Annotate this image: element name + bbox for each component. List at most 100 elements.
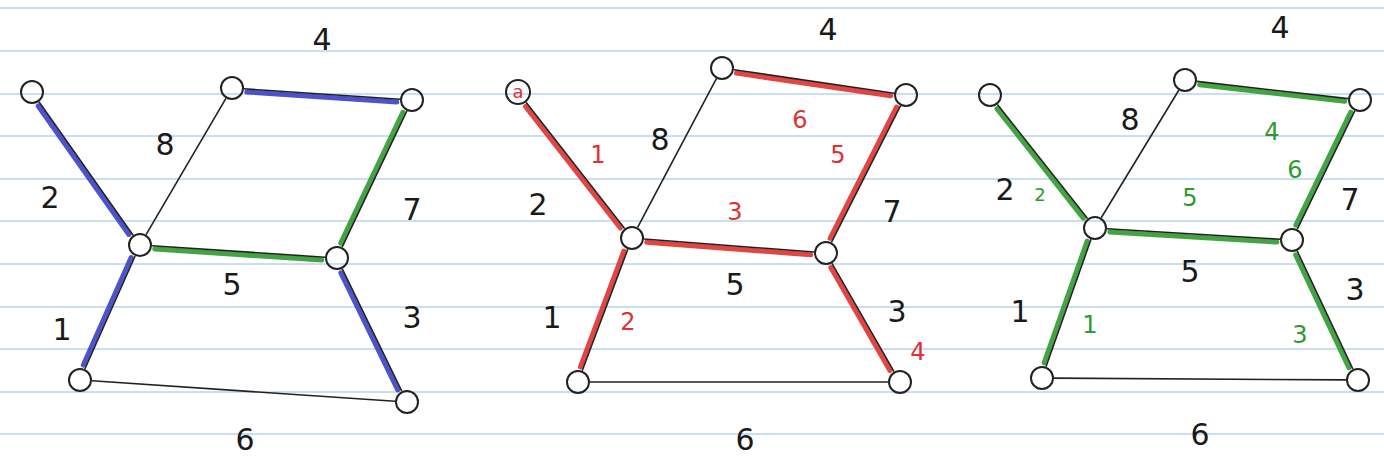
order-number-holder: 6 — [1287, 158, 1302, 182]
edge-weight-holder: 3 — [402, 303, 421, 333]
highlight-stroke — [155, 249, 322, 260]
edge-weight-holder: 1 — [52, 315, 71, 345]
graph-vertex — [814, 241, 838, 265]
edge-weight-holder: 2 — [40, 183, 59, 213]
ruled-line — [0, 136, 1384, 137]
edge-weight: 5 — [222, 270, 241, 300]
graph-vertex — [1346, 368, 1370, 392]
graph-vertex — [620, 226, 644, 250]
edge-weight-holder: 5 — [725, 270, 744, 300]
order-number-holder: 4 — [1264, 120, 1279, 144]
graph-edge — [590, 381, 888, 383]
order-number: 5 — [1182, 186, 1197, 210]
highlight-stroke — [647, 242, 811, 255]
edge-weight-holder: 7 — [402, 195, 421, 225]
ruled-line — [0, 392, 1384, 393]
graph-vertex — [1173, 68, 1197, 92]
order-number: 6 — [1287, 158, 1302, 182]
edge-weight: 2 — [40, 183, 59, 213]
graph-vertex — [1030, 366, 1054, 390]
graph-edge — [146, 98, 226, 234]
graph-edge — [244, 89, 400, 99]
graph-vertex — [1083, 216, 1107, 240]
graph-edge — [831, 106, 900, 243]
edge-weight: 4 — [312, 25, 331, 55]
highlight-stroke — [831, 268, 890, 371]
graph-vertex — [220, 76, 244, 100]
edge-weight-holder: 3 — [887, 297, 906, 327]
order-number: 3 — [727, 200, 742, 224]
graph-vertex — [894, 83, 918, 107]
edge-weight-holder: 4 — [312, 25, 331, 55]
edge-weight-holder: 8 — [1120, 105, 1139, 135]
order-number-holder: 5 — [1182, 186, 1197, 210]
edge-weight: 4 — [1270, 13, 1289, 43]
edge-weight-holder: 2 — [528, 190, 547, 220]
highlight-stroke — [341, 112, 403, 243]
order-number-holder: 6 — [792, 108, 807, 132]
order-number: 2 — [620, 310, 635, 334]
edge-weight-holder: 7 — [882, 197, 901, 227]
graph-edge — [85, 256, 135, 369]
highlight-stroke — [1044, 241, 1087, 363]
order-number-holder: 4 — [910, 340, 925, 364]
order-number: 5 — [830, 143, 845, 167]
graph-edge — [152, 246, 325, 257]
edge-weight: 6 — [235, 425, 254, 455]
graph-edge — [342, 269, 402, 391]
order-number: 1 — [590, 143, 605, 167]
highlight-stroke — [38, 106, 129, 234]
edge-weight: 3 — [1345, 275, 1364, 305]
edge-weight: 1 — [1010, 297, 1029, 327]
order-number-holder: 3 — [1292, 323, 1307, 347]
graph-edge — [92, 381, 395, 401]
edge-weight-holder: 6 — [1190, 420, 1209, 450]
order-number: 3 — [1292, 323, 1307, 347]
edge-weight: 8 — [1120, 105, 1139, 135]
highlight-stroke — [341, 273, 398, 390]
edge-weight: 5 — [725, 270, 744, 300]
graph-vertex — [888, 370, 912, 394]
graph-edge — [1107, 229, 1280, 240]
graph-vertex — [566, 370, 590, 394]
order-number-holder: 5 — [830, 143, 845, 167]
edge-weight: 7 — [882, 197, 901, 227]
order-number: 2 — [1034, 186, 1045, 204]
graph-edge — [1297, 251, 1353, 369]
graph-edge — [1054, 378, 1346, 380]
edge-weight-holder: 5 — [222, 270, 241, 300]
edge-weight: 5 — [1180, 257, 1199, 287]
edge-weight-holder: 4 — [1270, 13, 1289, 43]
edge-weight: 3 — [402, 303, 421, 333]
graph-edge — [342, 111, 407, 247]
order-number: 6 — [792, 108, 807, 132]
highlight-stroke — [83, 257, 131, 365]
edge-weight: 7 — [402, 195, 421, 225]
graph-vertex — [128, 233, 152, 257]
ruled-line — [0, 307, 1384, 308]
order-number-holder: 2 — [1034, 186, 1045, 205]
ruled-line — [0, 221, 1384, 222]
ruled-line — [0, 8, 1384, 9]
highlight-stroke — [1200, 85, 1345, 102]
edge-weight: 8 — [155, 130, 174, 160]
graph-edge — [526, 102, 625, 228]
edge-weight: 3 — [887, 297, 906, 327]
highlight-stroke — [525, 106, 620, 228]
edge-weight: 8 — [650, 125, 669, 155]
edge-weight-holder: 4 — [818, 15, 837, 45]
highlight-stroke — [580, 251, 623, 367]
edge-weight: 6 — [735, 425, 754, 455]
highlight-stroke — [736, 73, 890, 96]
graph-edge — [644, 239, 814, 252]
graph-edge — [39, 102, 133, 235]
graph-edge — [832, 263, 894, 371]
edge-weight-holder: 1 — [1010, 297, 1029, 327]
graph-vertex — [710, 56, 734, 80]
edge-weight: 4 — [818, 15, 837, 45]
graph-vertex — [978, 83, 1002, 107]
graph-vertex: a — [505, 79, 531, 105]
edge-weight-holder: 6 — [235, 425, 254, 455]
